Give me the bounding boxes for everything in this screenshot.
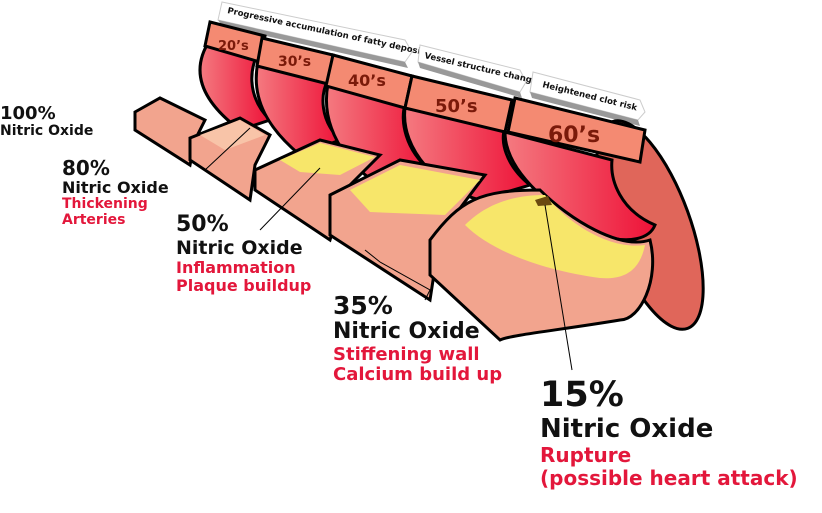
svg-text:30’s: 30’s (278, 54, 311, 70)
pointer-50 (259, 167, 321, 231)
bracket-35 (364, 249, 431, 301)
wall-piece-50 (253, 138, 383, 243)
stage-50-label: 50% Nitric Oxide Inflammation Plaque bui… (176, 212, 312, 295)
svg-text:20’s: 20’s (218, 39, 249, 54)
ribbon-clot-risk: Heightened clot risk (529, 71, 646, 126)
stage-15-label: 15% Nitric Oxide Rupture (possible heart… (540, 375, 798, 490)
wall-piece-15 (428, 188, 655, 342)
stage-80-label: 80% Nitric Oxide Thickening Arteries (62, 156, 169, 228)
pointer-80 (204, 127, 251, 171)
svg-text:60’s: 60’s (548, 123, 600, 148)
stage-100-label: 100% Nitric Oxide (0, 103, 94, 140)
wall-piece-80 (188, 116, 272, 203)
segment-60s: 60’s (503, 96, 657, 242)
wall-piece-35 (328, 158, 488, 303)
plaque-rupture (535, 196, 552, 206)
pointer-15 (544, 204, 573, 371)
stage-35-label: 35% Nitric Oxide Stiffening wall Calcium… (333, 291, 503, 385)
svg-text:50’s: 50’s (435, 96, 478, 117)
svg-text:40’s: 40’s (348, 71, 386, 90)
